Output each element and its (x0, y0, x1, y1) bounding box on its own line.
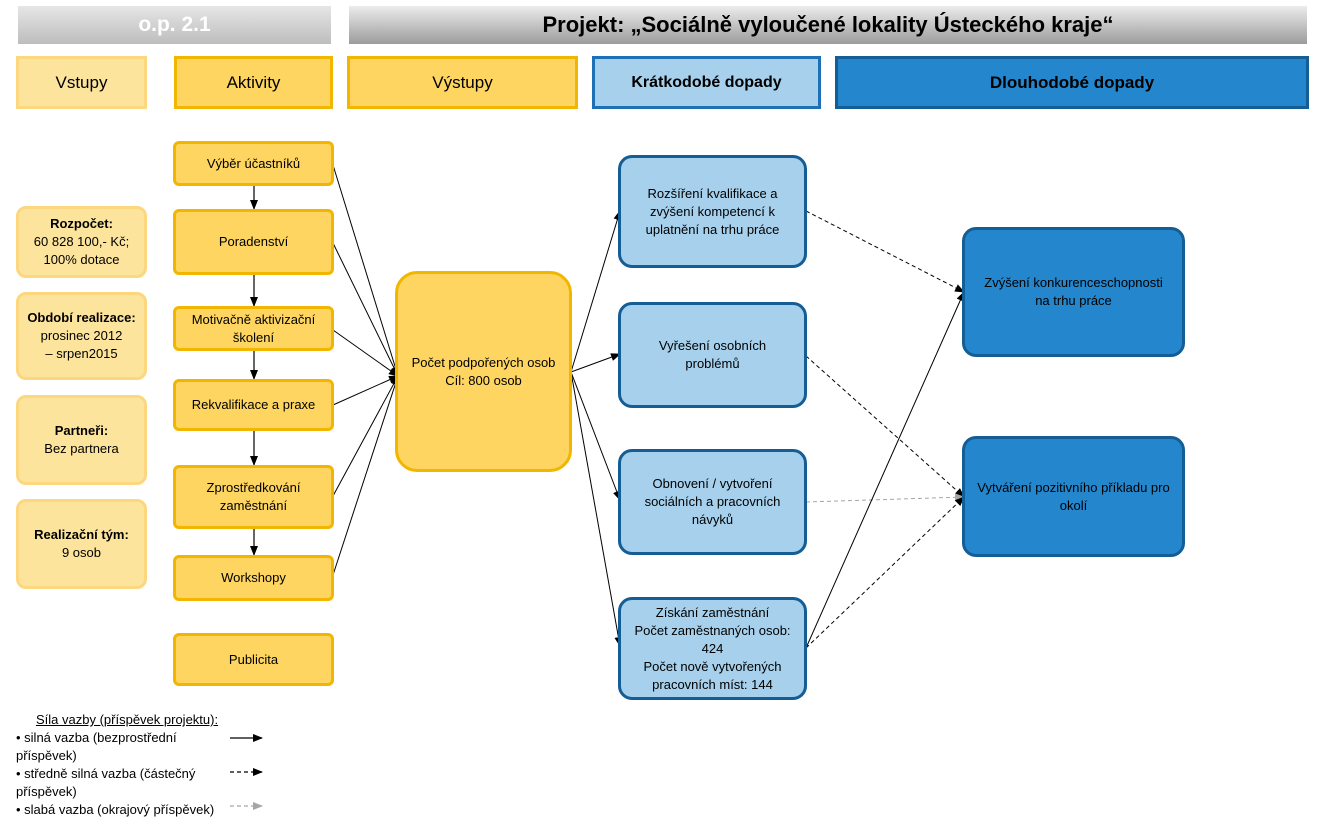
arrow-activity-to-output-1 (332, 164, 400, 377)
category-long-term: Dlouhodobé dopady (835, 56, 1309, 109)
arrow-activity-to-output-5 (332, 375, 399, 497)
arrow-short1-to-long1 (805, 210, 965, 293)
arrow-short4-to-long2 (805, 496, 965, 649)
long-term-box: Vytváření pozitivního příkladu pro okolí (962, 436, 1185, 557)
output-line: Cíl: 800 osob (445, 372, 522, 388)
short-term-line: Rozšíření kvalifikace a zvýšení kompeten… (645, 185, 780, 237)
input-line: Bez partnera (44, 441, 119, 456)
arrow-output-to-short-3 (570, 371, 621, 501)
input-line: prosinec 2012 (40, 328, 123, 343)
category-short-term: Krátkodobé dopady (592, 56, 821, 109)
input-label: Rozpočet: (50, 216, 113, 231)
input-box-partners: Partneři: Bez partnera (16, 395, 147, 485)
input-label: Partneři: (54, 423, 109, 438)
legend-item-medium: • středně silná vazba (částečný příspěve… (16, 766, 196, 799)
arrow-output-to-short-2 (570, 353, 621, 373)
arrow-short3-to-long2 (805, 493, 965, 503)
category-inputs: Vstupy (16, 56, 147, 109)
short-term-box: Získání zaměstnání Počet zaměstnaných os… (618, 597, 807, 700)
input-line: 9 osob (61, 545, 102, 560)
input-box-budget: Rozpočet: 60 828 100,- Kč; 100% dotace (16, 206, 147, 278)
activity-box: Rekvalifikace a praxe (173, 379, 334, 431)
project-title: Projekt: „Sociálně vyloučené lokality Ús… (349, 6, 1307, 44)
short-term-box: Rozšíření kvalifikace a zvýšení kompeten… (618, 155, 807, 268)
short-term-line: Počet zaměstnaných osob: 424 (634, 622, 791, 656)
op-label: o.p. 2.1 (18, 6, 331, 44)
short-term-line: Vyřešení osobních problémů (658, 338, 767, 371)
arrow-activity-to-output-3 (332, 329, 399, 377)
category-outputs: Výstupy (347, 56, 578, 109)
short-term-box: Obnovení / vytvoření sociálních a pracov… (618, 449, 807, 555)
activity-box: Motivačně aktivizační školení (173, 306, 334, 351)
output-line: Počet podpořených osob (411, 354, 556, 370)
input-label: Období realizace: (27, 310, 136, 325)
activity-box: Publicita (173, 633, 334, 686)
input-box-period: Období realizace: prosinec 2012 – srpen2… (16, 292, 147, 380)
activity-box: Poradenství (173, 209, 334, 275)
legend-item-weak: • slabá vazba (okrajový příspěvek) (16, 802, 215, 817)
input-line: 100% dotace (43, 252, 120, 267)
arrow-output-to-short-1 (570, 210, 622, 373)
activity-box: Zprostředkování zaměstnání (173, 465, 334, 529)
short-term-line: Obnovení / vytvoření sociálních a pracov… (644, 476, 781, 527)
arrow-activity-to-output-6 (332, 375, 400, 576)
short-term-line: Získání zaměstnání (655, 604, 770, 620)
activity-box: Výběr účastníků (173, 141, 334, 186)
input-box-team: Realizační tým: 9 osob (16, 499, 147, 589)
legend-item-strong: • silná vazba (bezprostřední příspěvek) (16, 730, 177, 763)
arrow-short4-to-long1 (805, 291, 965, 649)
short-term-box: Vyřešení osobních problémů (618, 302, 807, 408)
category-activities: Aktivity (174, 56, 333, 109)
short-term-line: Počet nově vytvořených pracovních míst: … (643, 658, 782, 692)
output-box: Počet podpořených osob Cíl: 800 osob (395, 271, 572, 472)
activity-box: Workshopy (173, 555, 334, 601)
legend: Síla vazby (příspěvek projektu): • silná… (16, 711, 256, 819)
input-label: Realizační tým: (34, 527, 129, 542)
arrow-output-to-short-4 (570, 371, 623, 647)
arrow-short2-to-long2 (805, 355, 965, 498)
input-line: 60 828 100,- Kč; (33, 234, 130, 249)
arrow-activity-to-output-2 (332, 242, 399, 377)
arrow-activity-to-output-4 (332, 375, 399, 406)
long-term-box: Zvýšení konkurenceschopnosti na trhu prá… (962, 227, 1185, 357)
legend-title: Síla vazby (příspěvek projektu): (36, 712, 219, 727)
input-line: – srpen2015 (45, 346, 118, 361)
